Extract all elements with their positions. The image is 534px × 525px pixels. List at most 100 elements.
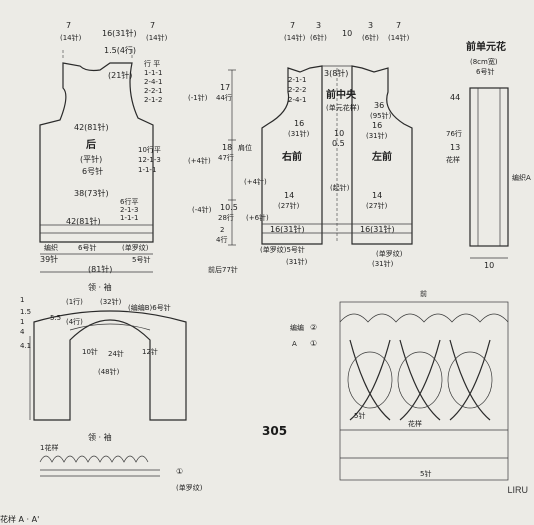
v-mark-4: (+6针)	[246, 213, 269, 222]
back-top-31: 16(31针)	[102, 28, 137, 38]
motif-title: 前单元花	[466, 40, 506, 53]
pattern-repeat: 1花样	[40, 443, 58, 452]
collar-sts-0: 10针	[82, 347, 98, 356]
back-rib: (单罗纹)	[122, 243, 149, 252]
motif-needle: 6号针	[476, 67, 494, 76]
front-width-l: 16	[372, 121, 382, 130]
front-dian: (起针)	[330, 183, 350, 192]
front-top-7b: 7	[396, 21, 401, 30]
front-top-14b: (14针)	[388, 33, 410, 42]
front-center: 前中央	[326, 88, 357, 101]
front-neck-0: 2-1-1	[288, 76, 306, 84]
front-bottom-r: 16(31针)	[270, 224, 305, 234]
v-mark-2: (+4针)	[244, 177, 267, 186]
back-armhole-2: 1-1-1	[138, 166, 156, 174]
front-right-title: 右前	[281, 150, 302, 163]
rib-pattern	[39, 455, 160, 477]
front-depth-rows: (95针)	[370, 111, 392, 120]
chart-edge: 编编	[290, 323, 304, 332]
chart-front-top: 前	[420, 289, 427, 298]
back-shoulder-0: 行 平	[144, 59, 160, 68]
front-side-label-l: 14	[372, 191, 382, 200]
front-rib-sts-r: (31针)	[286, 257, 308, 266]
motif-dim-3: 花样	[446, 155, 460, 164]
back-side-2: 1-1-1	[120, 214, 138, 222]
front-width-l-sts: (31针)	[366, 131, 388, 140]
back-rib-needle: 5号针	[132, 255, 150, 264]
back-armhole-1: 12-1-3	[138, 156, 161, 164]
collar-sts-2: 12针	[142, 347, 158, 356]
back-neck-sts: (21针)	[108, 70, 132, 80]
collar-total: (48针)	[98, 367, 120, 376]
vertical-rules	[228, 69, 236, 246]
front-side-label-r: 14	[284, 191, 294, 200]
front-pieces	[261, 65, 413, 245]
collar-sts-1: 24针	[108, 349, 124, 358]
chart-5sts-b: 5针	[420, 469, 431, 478]
motif-dim-0: 44	[450, 93, 460, 102]
v-lower-rows: 28行	[218, 213, 234, 222]
back-shoulder-3: 2-2-1	[144, 87, 162, 95]
collar-left-0: 1	[20, 296, 24, 304]
v-hem-rows-1: 4行	[216, 235, 227, 244]
motif-dim-1: 76行	[446, 129, 462, 138]
v-lower: 10.5	[220, 203, 238, 212]
back-top-14: (14针)	[60, 33, 82, 42]
chart-edge-a: A	[292, 340, 297, 348]
back-width-upper: 42(81针)	[74, 122, 109, 132]
front-width-r-sts: (31针)	[288, 129, 310, 138]
chart-marker-2: ②	[310, 323, 317, 332]
back-shoulder-4: 2-1-2	[144, 96, 162, 104]
motif-width: (8cm宽)	[470, 57, 498, 66]
back-side-1: 2-1-3	[120, 206, 138, 214]
v-bottom-note: 前后77针	[208, 265, 238, 274]
pattern-mark: ①	[176, 467, 183, 476]
back-side-0: 6行平	[120, 197, 138, 206]
motif-strip	[469, 87, 509, 259]
front-top-10: 10	[342, 29, 352, 38]
footer-caption: 花样 A · A'	[0, 515, 40, 524]
front-top-7: 7	[290, 21, 295, 30]
back-needle: 6号针	[82, 166, 103, 176]
back-rib-sts: 39针	[40, 254, 58, 264]
back-title: 后	[86, 138, 96, 151]
collar-sleeve	[29, 310, 187, 421]
back-width-lower: 38(73针)	[74, 188, 109, 198]
v-total: 17	[220, 83, 230, 92]
back-armhole-0: 10行平	[138, 145, 161, 154]
v-mark-3: (-4针)	[192, 205, 212, 214]
front-top-6: (6针)	[310, 33, 327, 42]
chart-pattern: 花样	[408, 419, 422, 428]
page-number: 305	[262, 424, 288, 438]
collar-left-2: 1	[20, 318, 24, 326]
front-left-title: 左前	[371, 150, 392, 163]
back-shoulder-2: 2-4-1	[144, 78, 162, 86]
back-piece	[39, 50, 154, 273]
v-mark-0: (-1针)	[188, 93, 208, 102]
back-top-7b: 7	[150, 21, 155, 30]
front-center-rows2: 0.5	[332, 139, 345, 148]
v-mark-1: (+4针)	[188, 156, 211, 165]
front-center-rows: 10	[334, 129, 344, 138]
motif-side-note: 编织A	[512, 173, 531, 182]
back-bottom-sts: (81针)	[88, 264, 112, 274]
front-neck-2: 2-4-1	[288, 96, 306, 104]
collar-col: 5.5	[50, 314, 61, 322]
front-top-14: (14针)	[284, 33, 306, 42]
back-top-14b: (14针)	[146, 33, 168, 42]
collar-rule: (编编B)6号针	[128, 303, 171, 312]
front-depth: 36	[374, 101, 384, 110]
collar-sts32: (32针)	[100, 297, 122, 306]
v-hem-rows-0: 2	[220, 226, 224, 234]
front-center-sub: (单元花样)	[326, 103, 360, 112]
chart-marker-1: ①	[310, 339, 317, 348]
back-rib-needle2: 6号针	[78, 243, 96, 252]
collar-front: (1行)	[66, 297, 83, 306]
front-rib-note: (单罗纹)5号针	[260, 245, 305, 254]
front-side-sts-r: (27针)	[278, 201, 300, 210]
v-back-half-rows: 47行	[218, 153, 234, 162]
collar-title-top: 领 · 袖	[88, 282, 112, 292]
back-top-7: 7	[66, 21, 71, 30]
